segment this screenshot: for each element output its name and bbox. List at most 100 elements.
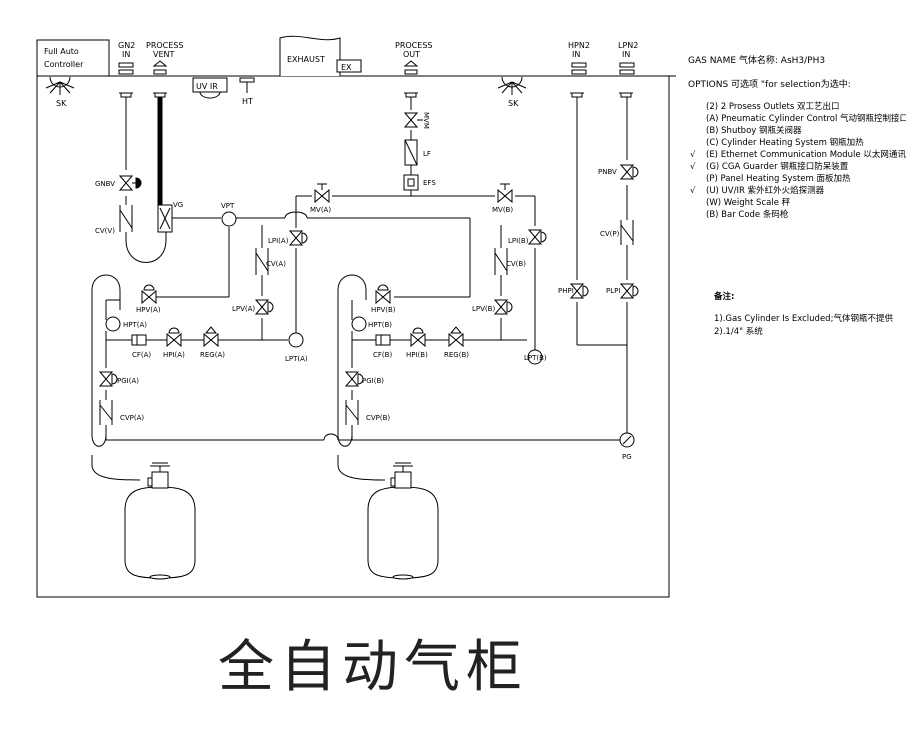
hpv-a-label: HPV(A) bbox=[136, 306, 161, 314]
uv-ir-detector: UV IR bbox=[192, 77, 228, 99]
mv-a-label: MV(A) bbox=[310, 206, 331, 214]
phpi-label: PHPI bbox=[558, 287, 574, 295]
vpt-label: VPT bbox=[221, 202, 235, 210]
lpt-a-label: LPT(A) bbox=[285, 355, 308, 363]
option-text: (G) CGA Guarder 钢瓶接口防呆装置 bbox=[706, 162, 849, 172]
pg-label: PG bbox=[622, 453, 632, 461]
option-item: √ (E) Ethernet Communication Module 以太网通讯… bbox=[690, 149, 906, 161]
hpi-b-label: HPI(B) bbox=[406, 351, 428, 359]
valves bbox=[99, 112, 639, 387]
pgi-a-label: PGI(A) bbox=[117, 377, 139, 385]
efs-switch bbox=[403, 174, 419, 191]
out-label-2: OUT bbox=[403, 50, 420, 59]
uv-ir-label: UV IR bbox=[196, 82, 218, 91]
notes-title: 备注: bbox=[714, 292, 735, 302]
option-item: (P) Panel Heating System 面板加热 bbox=[690, 173, 906, 185]
option-check-icon bbox=[690, 101, 706, 113]
cv-a-label: CV(A) bbox=[266, 260, 286, 268]
controller-box: Full Auto Controller bbox=[36, 39, 110, 77]
option-text: (W) Weight Scale 秤 bbox=[706, 198, 791, 208]
reg-b-label: REG(B) bbox=[444, 351, 469, 359]
ht-sensor bbox=[239, 77, 255, 93]
efs-label: EFS bbox=[423, 179, 436, 187]
option-check-icon bbox=[690, 137, 706, 149]
lf-label: LF bbox=[423, 150, 431, 158]
option-check-icon: √ bbox=[690, 150, 696, 160]
cf-b-label: CF(B) bbox=[373, 351, 392, 359]
cabinet-frame bbox=[36, 75, 670, 598]
ht-label: HT bbox=[242, 97, 253, 106]
hpt-b-label: HPT(B) bbox=[368, 321, 392, 329]
options-title: OPTIONS 可选项 "for selection为选中: bbox=[688, 80, 851, 90]
vg-label: VG bbox=[173, 201, 183, 209]
option-check-icon bbox=[690, 125, 706, 137]
note-1: 1).Gas Cylinder Is Excluded;气体钢瓶不提供 bbox=[714, 314, 893, 324]
lpn2-label-1: LPN2 bbox=[618, 41, 638, 50]
vent-label-2: VENT bbox=[153, 50, 175, 59]
sk-right-icon bbox=[497, 76, 527, 95]
option-text: (E) Ethernet Communication Module 以太网通讯模… bbox=[706, 150, 906, 160]
lf-filter bbox=[404, 139, 418, 166]
cvp-label: CV(P) bbox=[600, 230, 620, 238]
option-text: (2) 2 Prosess Outlets 双工艺出口 bbox=[706, 102, 840, 112]
pnbv-label: PNBV bbox=[598, 168, 617, 176]
lpt-b-label: LPT(B) bbox=[524, 354, 547, 362]
option-text: (B) Bar Code 条码枪 bbox=[706, 210, 789, 220]
plpi-label: PLPI bbox=[606, 287, 620, 295]
reg-a-label: REG(A) bbox=[200, 351, 225, 359]
option-check-icon: √ bbox=[690, 186, 696, 196]
vent-label-1: PROCESS bbox=[146, 41, 183, 50]
option-item: (B) Bar Code 条码枪 bbox=[690, 209, 906, 221]
options-list: (2) 2 Prosess Outlets 双工艺出口 (A) Pneumatic… bbox=[690, 101, 906, 221]
cf-fittings bbox=[131, 334, 391, 346]
option-item: √ (G) CGA Guarder 钢瓶接口防呆装置 bbox=[690, 161, 906, 173]
gas-name: GAS NAME 气体名称: AsH3/PH3 bbox=[688, 56, 826, 66]
option-text: (U) UV/IR 紫外红外火焰探测器 bbox=[706, 186, 825, 196]
cvp-b-label: CVP(B) bbox=[366, 414, 390, 422]
ex-label: EX bbox=[341, 63, 352, 72]
option-text: (A) Pneumatic Cylinder Control 气动钢瓶控制接口 bbox=[706, 114, 906, 124]
option-item: (2) 2 Prosess Outlets 双工艺出口 bbox=[690, 101, 906, 113]
lpn2-label-2: IN bbox=[622, 50, 630, 59]
option-item: √ (U) UV/IR 紫外红外火焰探测器 bbox=[690, 185, 906, 197]
option-item: (C) Cylinder Heating System 钢瓶加热 bbox=[690, 137, 906, 149]
option-check-icon: √ bbox=[690, 162, 696, 172]
option-text: (P) Panel Heating System 面板加热 bbox=[706, 174, 851, 184]
gn2-label-2: IN bbox=[122, 50, 130, 59]
exhaust-label: EXHAUST bbox=[287, 55, 325, 64]
cylinder-a bbox=[124, 462, 196, 580]
port-connectors bbox=[118, 60, 676, 77]
lpi-b-label: LPI(B) bbox=[508, 237, 529, 245]
cv-v-label: CV(V) bbox=[95, 227, 115, 235]
option-item: (B) Shutboy 钢瓶关阀器 bbox=[690, 125, 906, 137]
option-text: (C) Cylinder Heating System 钢瓶加热 bbox=[706, 138, 864, 148]
page-title: 全自动气柜 bbox=[218, 635, 528, 700]
out-label-1: PROCESS bbox=[395, 41, 432, 50]
component-labels: GNBV CV(V) VG VPT MV(A) MV(B) MVM LF EFS… bbox=[95, 112, 632, 461]
option-check-icon bbox=[690, 113, 706, 125]
note-2: 2).1/4" 系统 bbox=[714, 327, 763, 337]
exhaust-duct: EXHAUST EX bbox=[279, 35, 362, 76]
port-flanges-inner bbox=[119, 92, 633, 98]
option-text: (B) Shutboy 钢瓶关阀器 bbox=[706, 126, 802, 136]
hpn2-label-2: IN bbox=[572, 50, 580, 59]
pgi-b-label: PGI(B) bbox=[362, 377, 384, 385]
cv-b-label: CV(B) bbox=[506, 260, 526, 268]
controller-label-1: Full Auto bbox=[44, 47, 79, 56]
transducers bbox=[105, 211, 635, 448]
option-item: (A) Pneumatic Cylinder Control 气动钢瓶控制接口 bbox=[690, 113, 906, 125]
piping bbox=[91, 97, 628, 481]
option-item: (W) Weight Scale 秤 bbox=[690, 197, 906, 209]
gn2-label-1: GN2 bbox=[118, 41, 135, 50]
mv-b-label: MV(B) bbox=[492, 206, 513, 214]
hpn2-label-1: HPN2 bbox=[568, 41, 590, 50]
cf-a-label: CF(A) bbox=[132, 351, 151, 359]
cvp-a-label: CVP(A) bbox=[120, 414, 144, 422]
lpv-a-label: LPV(A) bbox=[232, 305, 255, 313]
controller-label-2: Controller bbox=[44, 60, 84, 69]
check-valves bbox=[99, 205, 634, 425]
sk-left-label: SK bbox=[56, 99, 67, 108]
vg-gauge bbox=[157, 204, 173, 233]
mvm-label: MVM bbox=[422, 112, 430, 129]
